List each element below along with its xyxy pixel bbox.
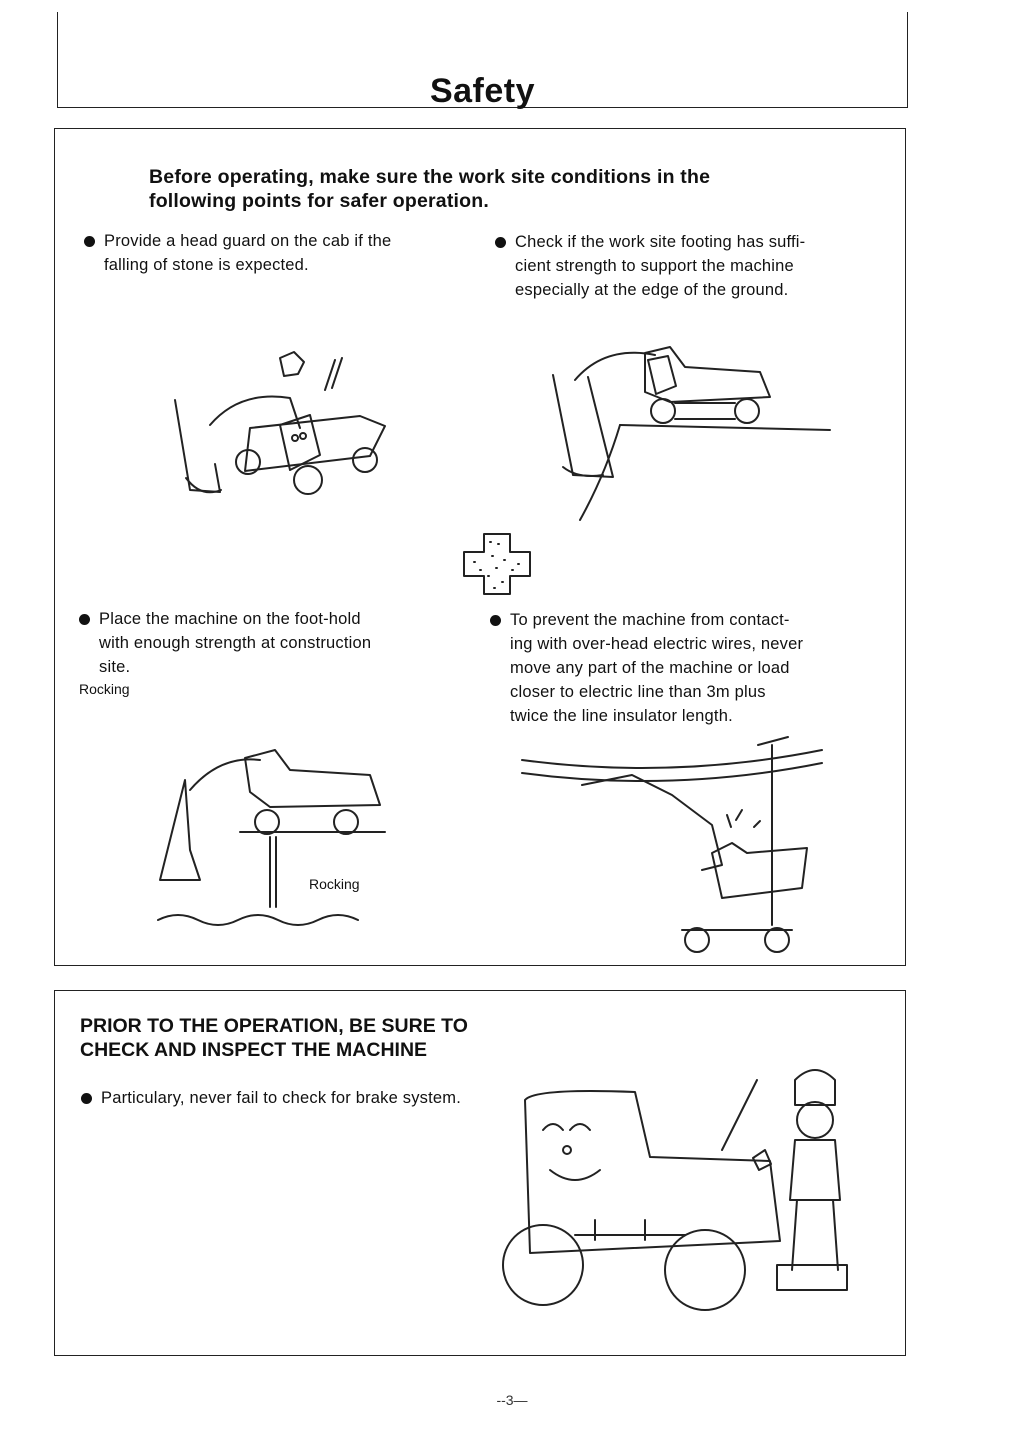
page-number: --3— — [496, 1392, 528, 1408]
section-intro: Before operating, make sure the work sit… — [149, 165, 849, 213]
rocking-label: Rocking — [309, 876, 360, 892]
inspection-heading: PRIOR TO THE OPERATION, BE SURE TO CHECK… — [80, 1015, 468, 1061]
bullet-dot-icon — [84, 236, 95, 247]
ground-edge-excavator-illustration — [552, 346, 831, 521]
electric-wires-illustration — [521, 736, 823, 953]
bullet-foot-hold: Place the machine on the foot-hold with … — [79, 607, 459, 679]
bullet-head-guard: Provide a head guard on the cab if the f… — [84, 229, 464, 277]
bullet-dot-icon — [495, 237, 506, 248]
work-site-section — [54, 128, 906, 966]
bullet-dot-icon — [490, 615, 501, 626]
title-frame: Safety — [57, 12, 908, 110]
safety-cross-icon — [463, 533, 531, 595]
bullet-electric-wires: To prevent the machine from contact- ing… — [490, 608, 872, 728]
bullet-dot-icon — [81, 1093, 92, 1104]
foot-hold-rocking-illustration — [157, 749, 386, 926]
bullet-brake-check: Particulary, never fail to check for bra… — [81, 1086, 541, 1110]
bullet-footing-strength: Check if the work site footing has suffi… — [495, 230, 875, 302]
brake-inspection-illustration — [502, 1069, 848, 1311]
intro-line-2: following points for safer operation. — [149, 190, 489, 212]
bullet-dot-icon — [79, 614, 90, 625]
falling-stone-excavator-illustration — [174, 351, 386, 495]
bullet-note: Rocking — [79, 681, 130, 697]
inspection-section — [54, 990, 906, 1356]
page-title: Safety — [429, 72, 536, 110]
intro-line-1: Before operating, make sure the work sit… — [149, 166, 711, 188]
